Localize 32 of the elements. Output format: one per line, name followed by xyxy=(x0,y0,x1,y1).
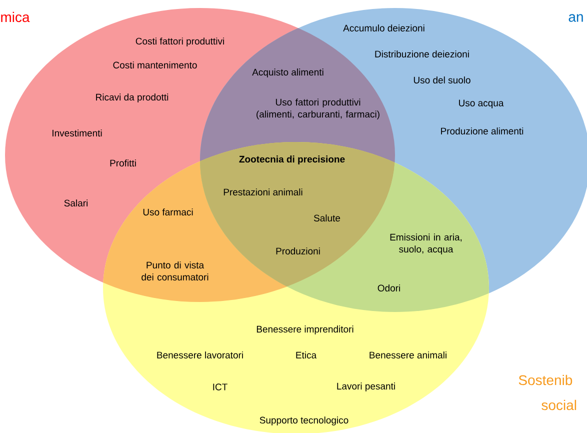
region-label: Uso del suolo xyxy=(414,76,470,84)
region-label: Costi fattori produttivi xyxy=(136,38,224,46)
region-label: Prestazioni animali xyxy=(224,188,302,196)
region-label: Uso fattori produttivi (alimenti, carburanti, farmaci) xyxy=(256,98,380,120)
region-label: Benessere imprenditori xyxy=(256,326,354,334)
region-label: Acquisto alimenti xyxy=(252,68,324,78)
circle-title: social xyxy=(542,400,576,410)
region-label: Ricavi da prodotti xyxy=(96,94,168,102)
region-label: Produzione alimenti xyxy=(441,128,524,134)
circle-title: an xyxy=(568,14,583,22)
region-label: Profitti xyxy=(110,160,136,166)
region-label: Salari xyxy=(64,200,88,206)
region-label: Benessere lavoratori xyxy=(157,352,243,358)
region-label: Accumulo deiezioni xyxy=(343,24,424,32)
region-label: Distribuzione deiezioni xyxy=(375,50,469,58)
region-label: Salute xyxy=(314,214,340,222)
region-label: Uso acqua xyxy=(459,100,504,108)
circle-title: mica xyxy=(1,12,30,22)
region-label: Uso farmaci xyxy=(143,208,193,216)
region-heading: Zootecnia di precisione xyxy=(239,156,345,164)
region-label: Supporto tecnologico xyxy=(260,416,348,426)
region-label: ICT xyxy=(213,384,228,390)
region-label: Costi mantenimento xyxy=(113,62,197,68)
region-label: Investimenti xyxy=(52,130,102,136)
region-label: Lavori pesanti xyxy=(337,382,395,392)
region-label: Emissioni in aria, suolo, acqua xyxy=(390,234,462,254)
region-label: Etica xyxy=(296,352,317,358)
circle-title: Sostenib xyxy=(518,374,572,386)
region-label: Odori xyxy=(378,284,400,292)
region-label: Punto di vista dei consumatori xyxy=(142,262,208,280)
region-label: Benessere animali xyxy=(370,352,446,358)
region-label: Produzioni xyxy=(276,248,320,254)
